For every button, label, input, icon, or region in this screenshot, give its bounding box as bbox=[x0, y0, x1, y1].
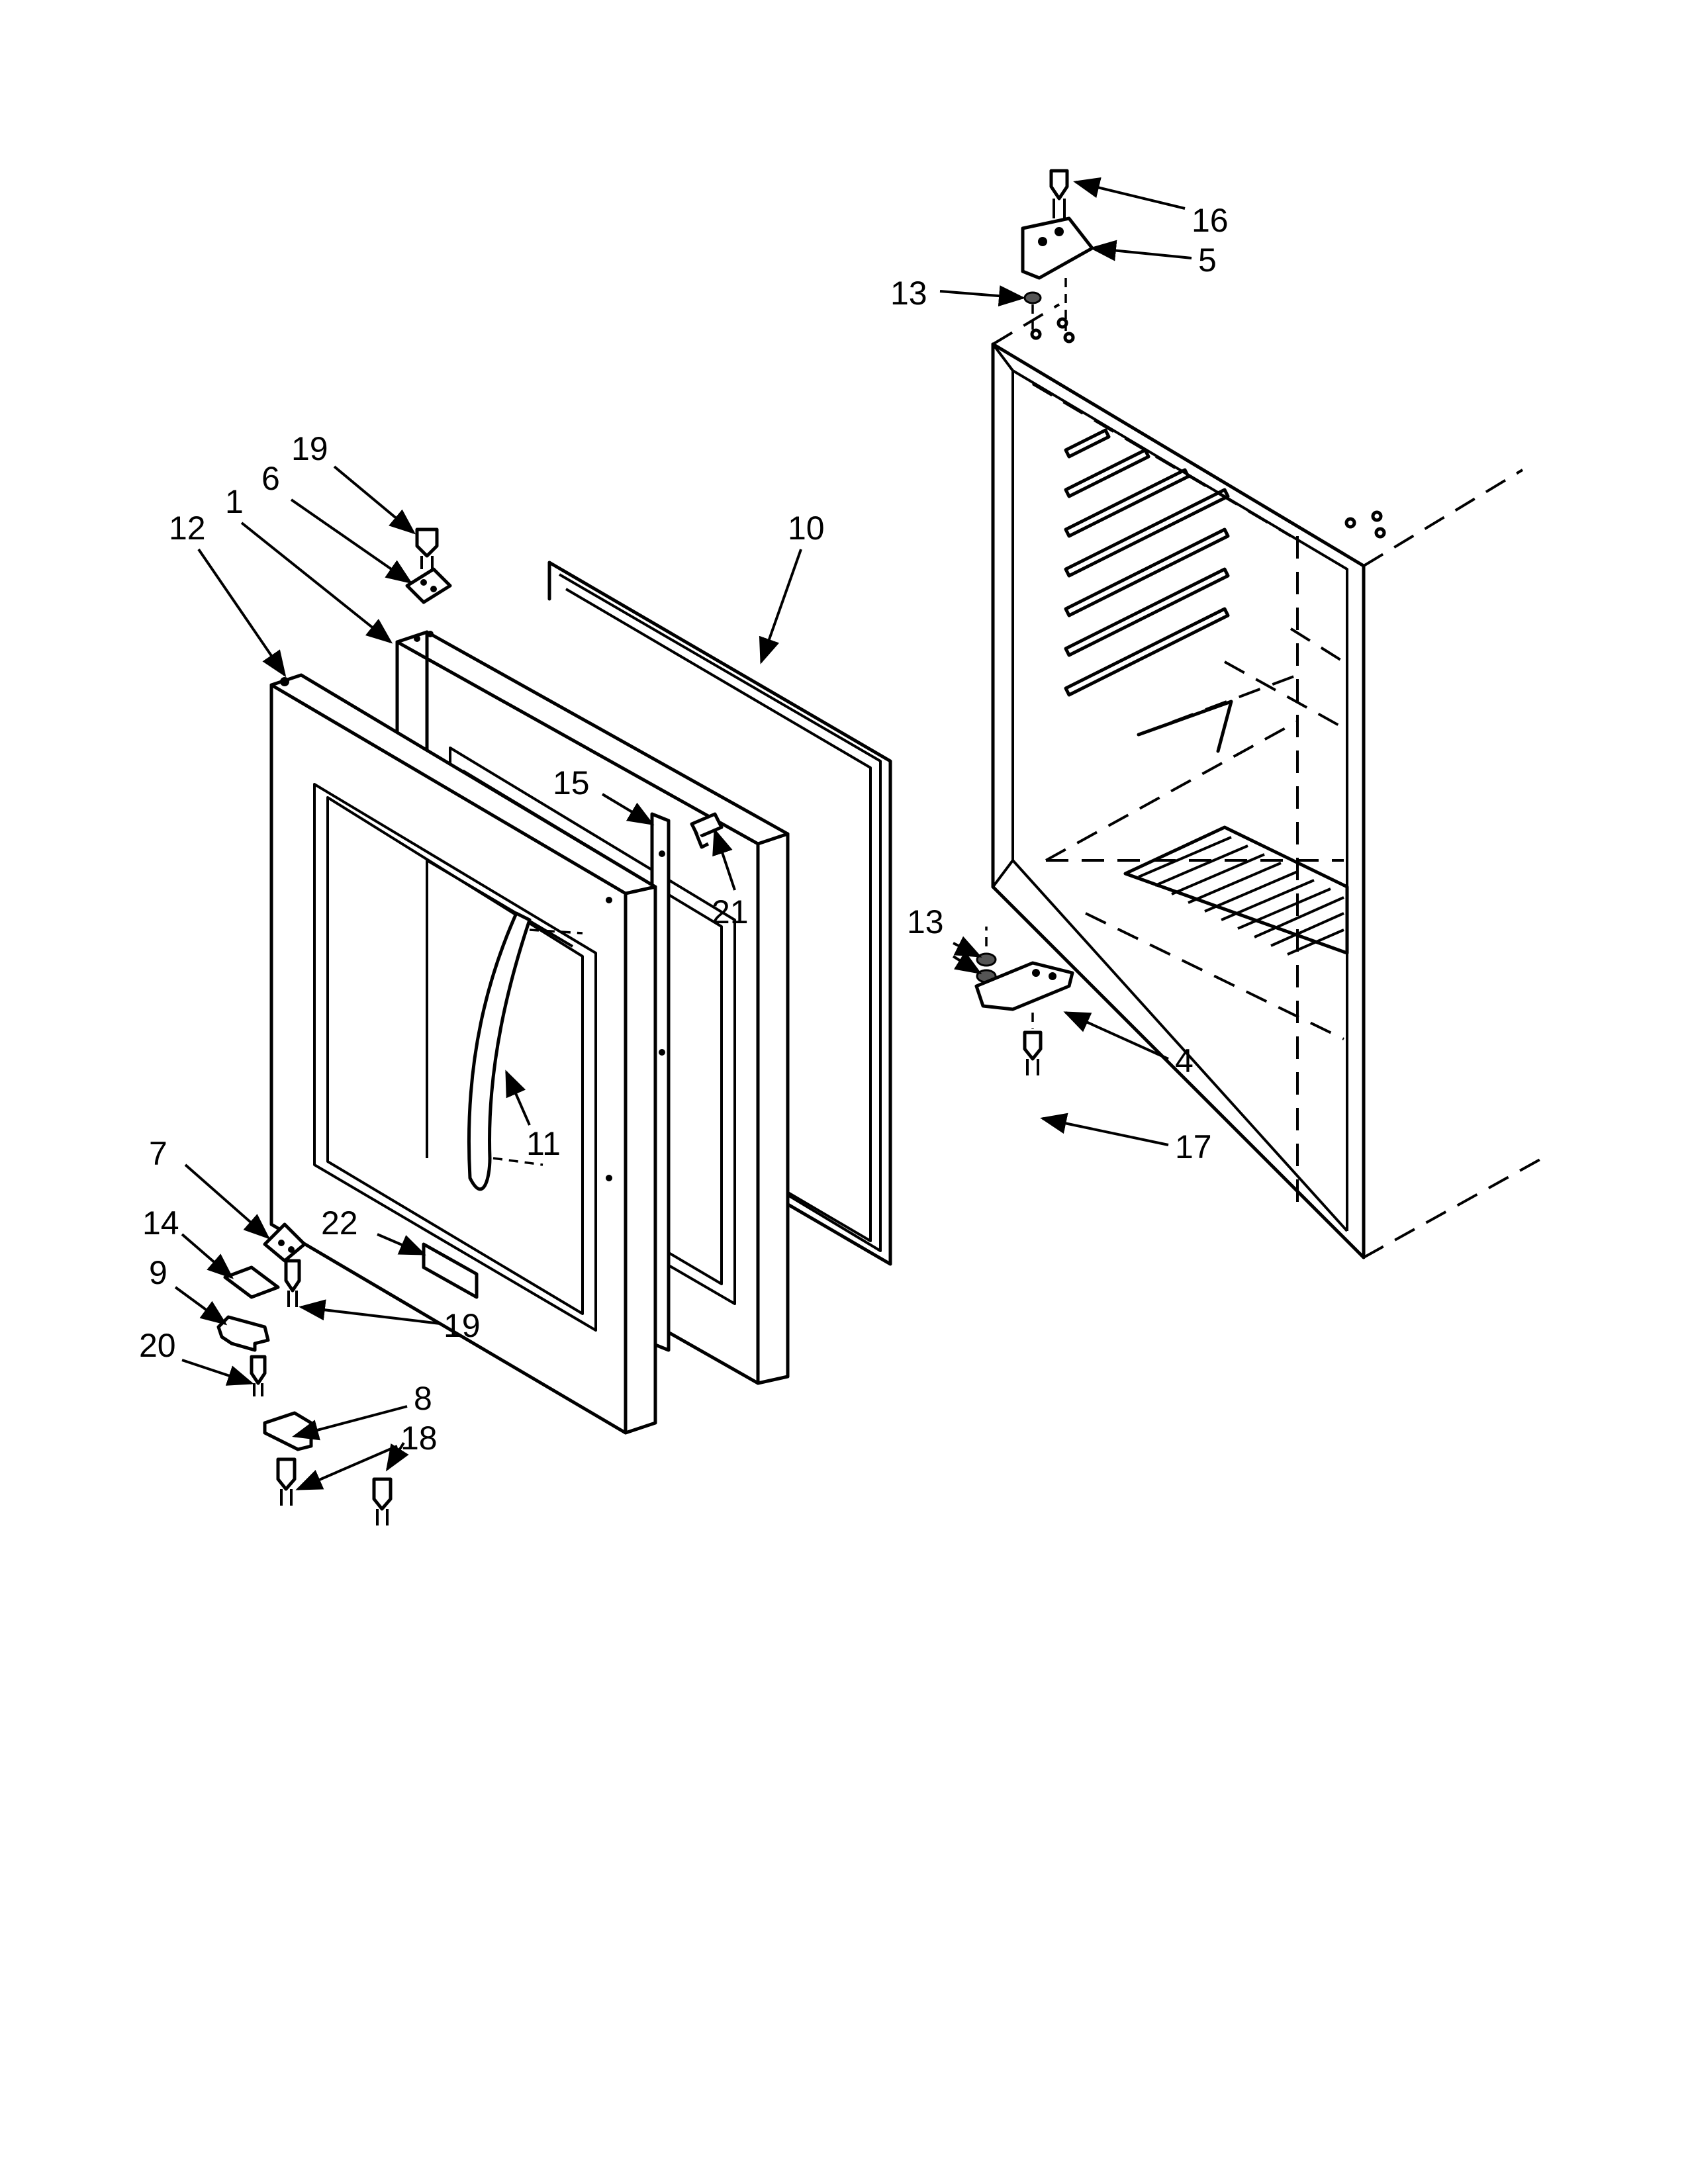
callout-8: 8 bbox=[414, 1380, 432, 1417]
callout-18: 18 bbox=[400, 1420, 438, 1457]
top-hinge-bracket bbox=[1021, 216, 1094, 280]
bottom-hinge-screw bbox=[1023, 1030, 1043, 1061]
callout-15: 15 bbox=[553, 764, 590, 801]
callout-7: 7 bbox=[149, 1135, 167, 1172]
cabinet bbox=[991, 303, 1543, 1259]
callout-22: 22 bbox=[321, 1205, 358, 1242]
callout-6: 6 bbox=[261, 460, 280, 497]
callout-12: 12 bbox=[169, 510, 206, 547]
rear-vents bbox=[1064, 428, 1230, 697]
callout-labels: 16 5 13 19 6 1 12 10 15 21 13 4 17 11 7 … bbox=[139, 202, 1229, 1457]
callout-11: 11 bbox=[526, 1125, 561, 1162]
door-label-plate bbox=[422, 1242, 479, 1299]
callout-4: 4 bbox=[1175, 1042, 1194, 1079]
callout-1: 1 bbox=[225, 483, 244, 520]
callout-17: 17 bbox=[1175, 1128, 1212, 1165]
top-hinge-screw bbox=[1049, 169, 1069, 201]
outer-door-frame bbox=[269, 673, 657, 1435]
callout-19-top: 19 bbox=[291, 430, 328, 467]
callout-10: 10 bbox=[788, 510, 825, 547]
callout-21: 21 bbox=[712, 893, 749, 931]
bottom-hinge-bracket bbox=[974, 961, 1074, 1011]
bottom-hinge-assembly bbox=[974, 927, 1074, 1075]
callout-leaders bbox=[174, 177, 1192, 1490]
callout-5: 5 bbox=[1198, 242, 1217, 279]
callout-14: 14 bbox=[142, 1205, 179, 1242]
door-top-hinge bbox=[405, 527, 452, 604]
floor-grille bbox=[1123, 825, 1349, 956]
callout-20: 20 bbox=[139, 1327, 176, 1364]
door-handle bbox=[467, 911, 583, 1191]
top-hinge-assembly bbox=[1021, 169, 1094, 331]
top-washer bbox=[1023, 291, 1042, 304]
callout-9: 9 bbox=[149, 1254, 167, 1291]
door-stop-pin bbox=[690, 812, 724, 849]
callout-16: 16 bbox=[1192, 202, 1229, 239]
callout-13-bottom: 13 bbox=[907, 903, 944, 940]
callout-13-top: 13 bbox=[890, 275, 927, 312]
callout-19-bottom: 19 bbox=[444, 1307, 481, 1344]
